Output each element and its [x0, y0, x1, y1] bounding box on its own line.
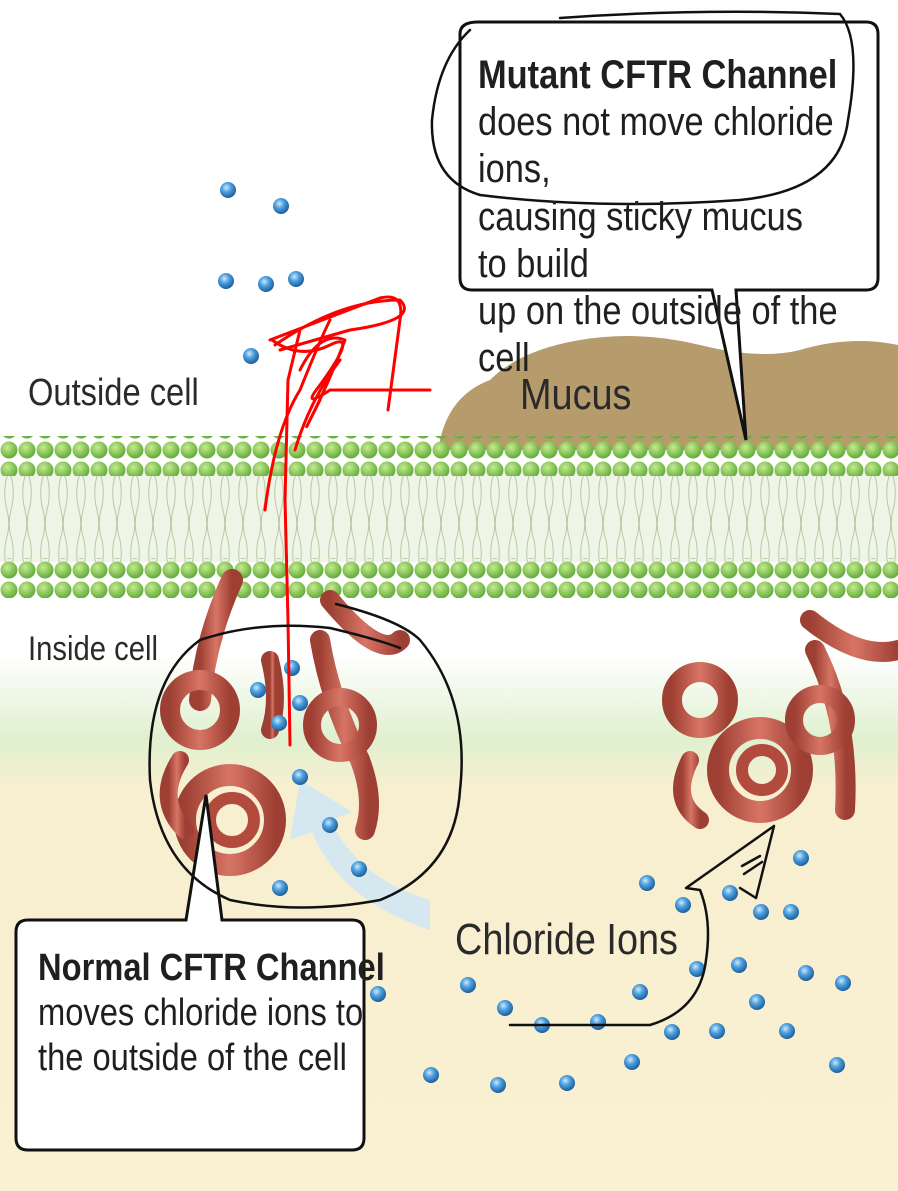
ion — [624, 1054, 640, 1070]
mutant-callout-title: Mutant CFTR Channel — [478, 52, 839, 99]
normal-callout-text: Normal CFTR Channel moves chloride ions … — [38, 946, 385, 1080]
mutant-callout-line: does not move chloride ions, — [478, 99, 839, 193]
ion — [272, 880, 288, 896]
ion — [675, 897, 691, 913]
ion — [709, 1023, 725, 1039]
ion — [288, 271, 304, 287]
outside-cell-label: Outside cell — [28, 372, 199, 415]
mutant-callout-text: Mutant CFTR Channel does not move chlori… — [478, 52, 839, 382]
ion — [258, 276, 274, 292]
ion — [590, 1014, 606, 1030]
ion — [731, 957, 747, 973]
ion — [779, 1023, 795, 1039]
ion — [220, 182, 236, 198]
ion — [559, 1075, 575, 1091]
ion — [273, 198, 289, 214]
ion — [753, 904, 769, 920]
ion — [218, 273, 234, 289]
ion — [351, 861, 367, 877]
normal-callout-line: moves chloride ions to — [38, 991, 385, 1036]
ion — [460, 977, 476, 993]
ion — [835, 975, 851, 991]
ion — [722, 885, 738, 901]
ion — [632, 984, 648, 1000]
ion — [783, 904, 799, 920]
ion — [271, 715, 287, 731]
ion — [322, 817, 338, 833]
ion — [243, 348, 259, 364]
normal-callout-title: Normal CFTR Channel — [38, 946, 385, 991]
normal-callout-line: the outside of the cell — [38, 1036, 385, 1081]
ion — [423, 1067, 439, 1083]
ion — [292, 695, 308, 711]
ion — [798, 965, 814, 981]
ion — [497, 1000, 513, 1016]
mutant-callout-line: causing sticky mucus to build — [478, 194, 839, 288]
ion — [490, 1077, 506, 1093]
ion — [284, 660, 300, 676]
ion — [829, 1057, 845, 1073]
ion — [749, 994, 765, 1010]
ion — [793, 850, 809, 866]
chloride-ions-label: Chloride Ions — [455, 915, 678, 965]
ion — [292, 769, 308, 785]
ion — [250, 682, 266, 698]
ion — [639, 875, 655, 891]
mutant-callout-line: up on the outside of the cell — [478, 288, 839, 382]
ion — [664, 1024, 680, 1040]
inside-cell-label: Inside cell — [28, 630, 158, 669]
